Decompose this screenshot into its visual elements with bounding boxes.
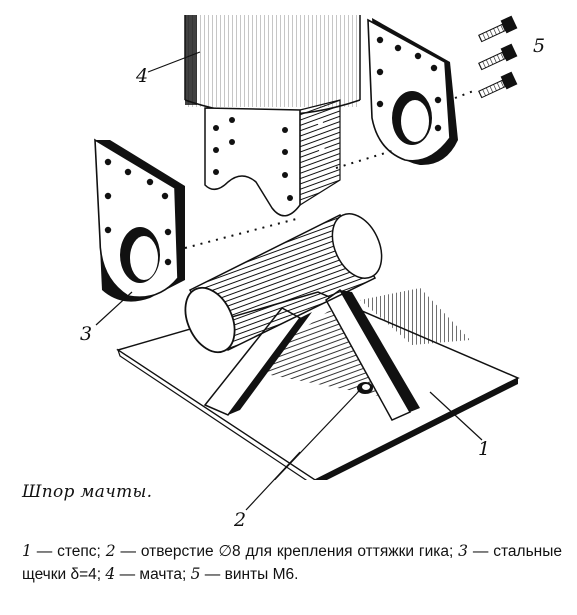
base-plate	[116, 291, 520, 480]
mast-step-drawing: 4 5 3 1	[80, 15, 545, 480]
callout-4: 4	[135, 65, 148, 87]
figure-caption: 1 — степс; 2 — отверстие ∅8 для креплени…	[22, 540, 562, 586]
callout-5: 5	[533, 35, 545, 57]
caption-text-4: — мачта;	[115, 566, 191, 583]
callout-3: 3	[80, 323, 92, 345]
caption-num-2: 2	[105, 542, 116, 560]
caption-num-1: 1	[22, 542, 32, 560]
support-legs	[203, 288, 470, 421]
caption-text-3: — стальные щечки δ=4;	[22, 543, 562, 583]
callout-2: 2	[233, 509, 246, 531]
caption-text-1: — степс;	[31, 543, 106, 560]
cross-cylinder	[184, 213, 383, 354]
callout-1: 1	[478, 438, 490, 460]
leader-lines	[95, 51, 483, 480]
screws	[478, 15, 518, 99]
figure-title: Шпор мачты.	[22, 482, 153, 502]
caption-num-4: 4	[105, 565, 116, 583]
left-cheek-plate	[94, 138, 185, 302]
caption-text-5: — винты М6.	[200, 566, 299, 583]
caption-num-3: 3	[458, 542, 469, 560]
caption-text-2: — отверстие ∅8 для крепления оттяжки гик…	[115, 543, 459, 560]
caption-num-5: 5	[190, 565, 201, 583]
right-cheek-plate	[367, 18, 458, 166]
mast	[184, 15, 361, 217]
